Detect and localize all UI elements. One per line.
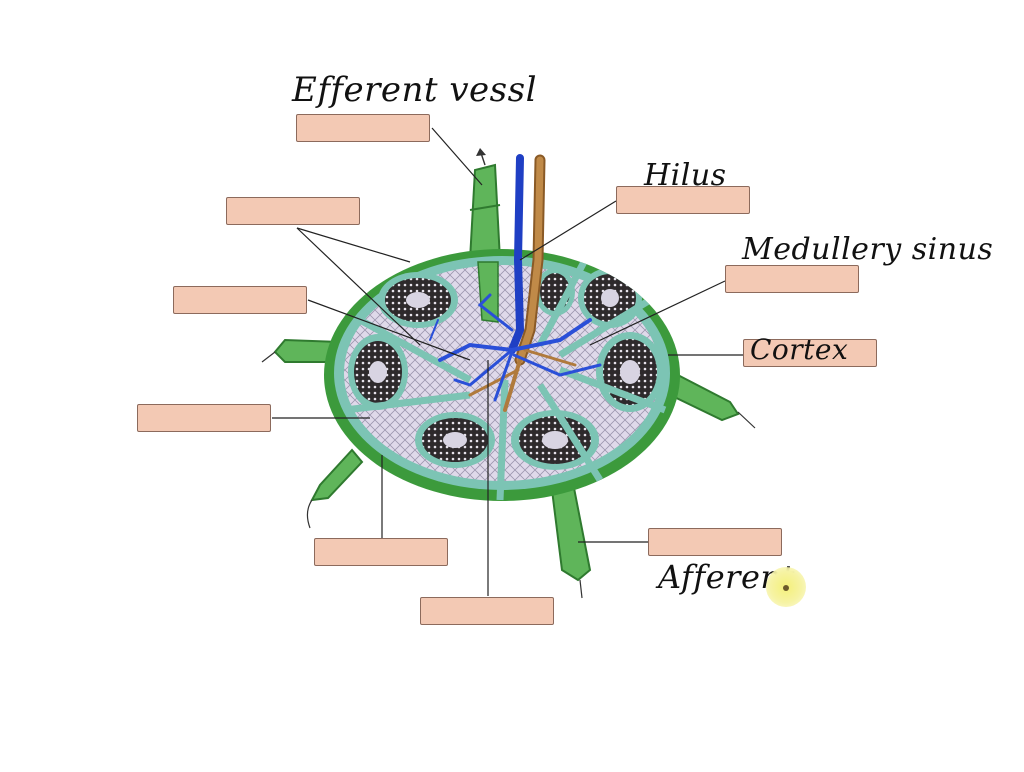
label-box-left-upper[interactable] xyxy=(173,286,307,314)
blood-vessels xyxy=(429,154,602,412)
label-box-hilus[interactable] xyxy=(616,186,750,214)
label-box-medullary[interactable] xyxy=(725,265,859,293)
cursor-highlight-icon xyxy=(766,567,806,607)
label-box-bottom-center[interactable] xyxy=(420,597,554,625)
lymph-node-body xyxy=(324,249,680,501)
annotation-hilus: Hilus xyxy=(644,158,727,193)
label-box-cortex[interactable] xyxy=(743,339,877,367)
label-box-trabeculae[interactable] xyxy=(226,197,360,225)
label-box-left-middle[interactable] xyxy=(137,404,271,432)
annotation-medullary: Medullery sinus xyxy=(742,232,994,267)
annotation-efferent: Efferent vessl xyxy=(292,70,537,110)
label-box-afferent[interactable] xyxy=(648,528,782,556)
leader-lines xyxy=(272,127,743,596)
label-box-bottom-left[interactable] xyxy=(314,538,448,566)
annotation-cortex: Cortex xyxy=(750,333,849,366)
label-box-efferent[interactable] xyxy=(296,114,430,142)
